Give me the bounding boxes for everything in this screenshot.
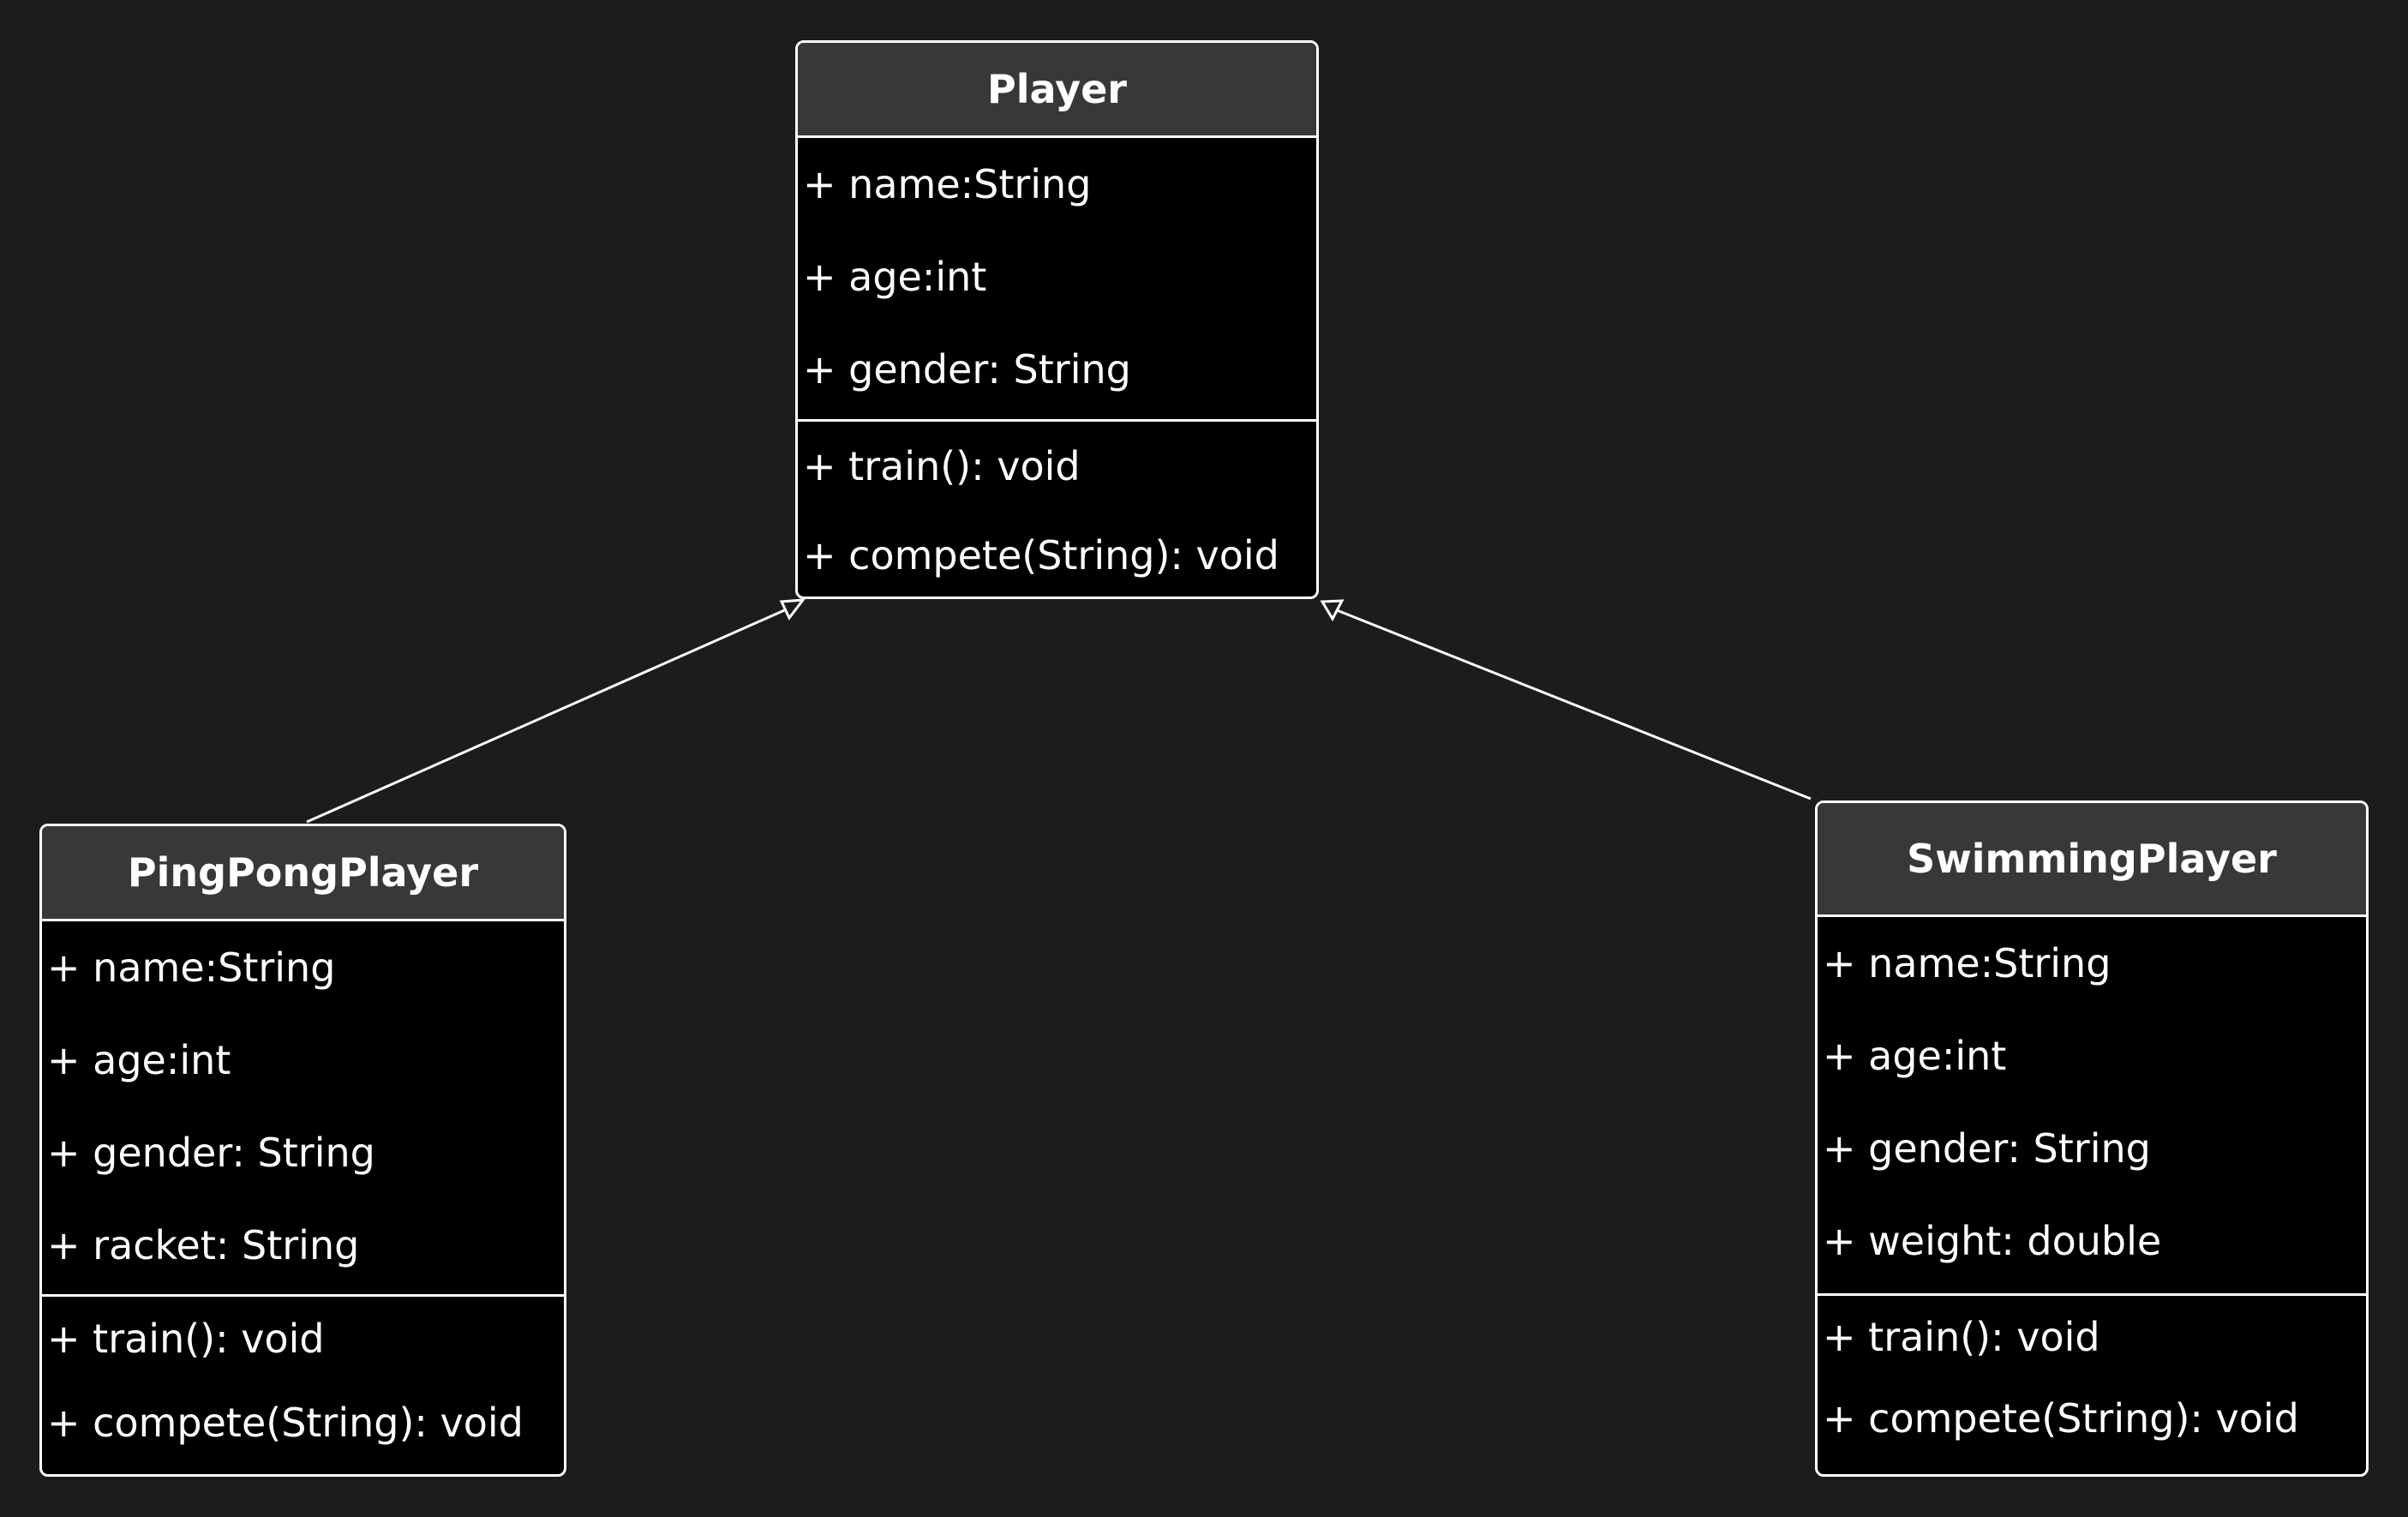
class-player[interactable]: Player + name:String + age:int + gender:…	[795, 40, 1319, 599]
methods-compartment-swimmingplayer: + train(): void + compete(String): void	[1818, 1296, 2366, 1459]
method-compete: + compete(String): void	[47, 1400, 524, 1446]
attribute-weight: + weight: double	[1823, 1218, 2162, 1264]
attribute-age: + age:int	[47, 1037, 231, 1083]
inheritance-arrowhead-pingpong	[779, 598, 806, 621]
attribute-gender: + gender: String	[1823, 1125, 2151, 1172]
inheritance-line-swimming[interactable]	[1336, 609, 1812, 800]
method-train: + train(): void	[803, 443, 1081, 489]
method-train: + train(): void	[47, 1316, 325, 1362]
method-compete: + compete(String): void	[803, 532, 1279, 579]
class-name-pingpongplayer: PingPongPlayer	[42, 826, 564, 921]
attribute-age: + age:int	[803, 254, 987, 300]
attribute-name: + name:String	[803, 161, 1092, 207]
methods-compartment-player: + train(): void + compete(String): void	[798, 422, 1316, 597]
inheritance-line-pingpong[interactable]	[306, 607, 789, 824]
attributes-compartment-player: + name:String + age:int + gender: String	[798, 138, 1316, 422]
attribute-gender: + gender: String	[47, 1130, 375, 1176]
attribute-name: + name:String	[1823, 940, 2111, 986]
attribute-name: + name:String	[47, 944, 336, 991]
method-compete: + compete(String): void	[1823, 1394, 2299, 1442]
attribute-racket: + racket: String	[47, 1222, 360, 1268]
methods-compartment-pingpongplayer: + train(): void + compete(String): void	[42, 1297, 564, 1465]
inheritance-arrowhead-swimming	[1320, 599, 1345, 622]
attribute-gender: + gender: String	[803, 346, 1131, 393]
class-pingpongplayer[interactable]: PingPongPlayer + name:String + age:int +…	[39, 824, 566, 1477]
class-name-player: Player	[798, 43, 1316, 138]
attributes-compartment-swimmingplayer: + name:String + age:int + gender: String…	[1818, 917, 2366, 1296]
method-train: + train(): void	[1823, 1313, 2100, 1360]
class-swimmingplayer[interactable]: SwimmingPlayer + name:String + age:int +…	[1815, 800, 2369, 1477]
attribute-age: + age:int	[1823, 1033, 2007, 1079]
class-name-swimmingplayer: SwimmingPlayer	[1818, 803, 2366, 917]
attributes-compartment-pingpongplayer: + name:String + age:int + gender: String…	[42, 921, 564, 1297]
